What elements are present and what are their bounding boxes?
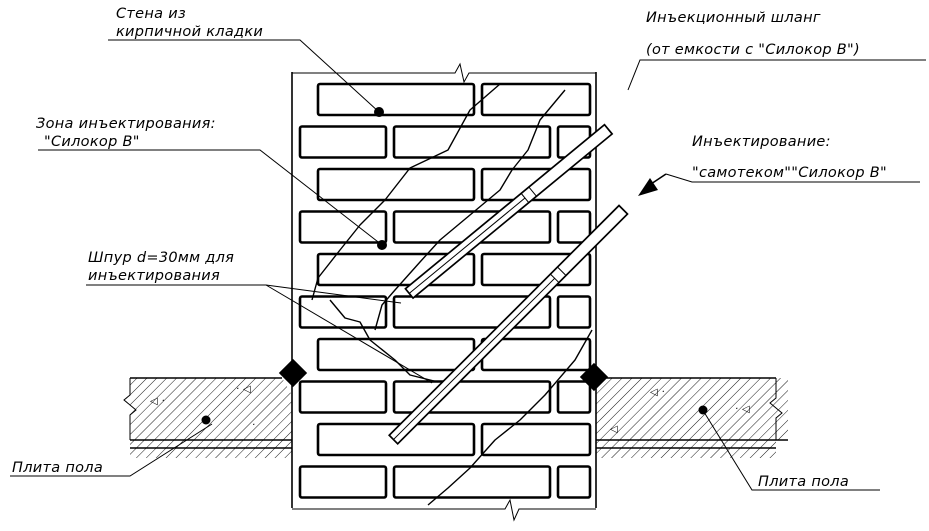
crack-line xyxy=(329,299,439,383)
floor-slab-right: ◁ · ◁ · ◁ xyxy=(596,377,788,458)
concrete-aggregate-dot xyxy=(698,405,708,415)
gravity-label-line2: "самотеком""Силокор В" xyxy=(692,165,887,181)
brick xyxy=(316,337,476,372)
brick xyxy=(480,422,592,457)
flow-arrow-icon xyxy=(638,178,658,196)
gravity-label-line1: Инъектирование: xyxy=(692,134,831,150)
svg-text:· ◁: · ◁ xyxy=(735,404,750,415)
brick xyxy=(556,210,592,244)
brick xyxy=(316,167,476,202)
zone-label-line2: "Силокор В" xyxy=(44,134,140,150)
brick xyxy=(480,82,592,117)
brick xyxy=(298,295,388,329)
wall-bottom-break-line xyxy=(292,498,596,522)
zone-label-line1: Зона инъектирования: xyxy=(36,116,216,132)
brick xyxy=(392,125,552,159)
brick xyxy=(556,465,592,499)
floor-slab-left: ◁ · · ◁ · xyxy=(123,377,292,458)
seal-joint-left xyxy=(278,358,308,388)
crack-line xyxy=(311,83,501,301)
svg-text:· ◁: · ◁ xyxy=(236,384,251,395)
brick xyxy=(298,125,388,159)
crack-line xyxy=(427,329,593,506)
slab-label-left: Плита пола xyxy=(12,460,103,476)
brick xyxy=(298,380,388,414)
svg-text:◁ ·: ◁ · xyxy=(150,396,165,407)
svg-text:◁ ·: ◁ · xyxy=(650,387,665,398)
brick xyxy=(392,465,552,499)
wall-label-line1: Стена из xyxy=(116,6,186,22)
svg-text:◁: ◁ xyxy=(610,424,618,435)
brick xyxy=(316,82,476,117)
slab-label-right: Плита пола xyxy=(758,474,849,490)
concrete-aggregate-dot xyxy=(201,415,211,425)
wall-top-break-line xyxy=(292,62,596,84)
brick xyxy=(556,295,592,329)
bore-label-line2: инъектирования xyxy=(88,268,220,284)
brick xyxy=(556,380,592,414)
wall-label-line2: кирпичной кладки xyxy=(116,24,263,40)
hose-label-line2: (от емкости с "Силокор В") xyxy=(646,42,860,58)
leader-lines xyxy=(10,39,926,491)
masonry-cracks xyxy=(311,83,593,506)
svg-text:·: · xyxy=(252,420,255,431)
brick xyxy=(298,210,388,244)
injection-hose-upper xyxy=(404,123,614,300)
seal-joint-right xyxy=(579,362,609,392)
injection-hose-lower xyxy=(388,204,629,445)
bore-label-line1: Шпур d=30мм для xyxy=(88,250,234,266)
brick xyxy=(298,465,388,499)
crack-line xyxy=(374,89,566,331)
hose-label-line1: Инъекционный шланг xyxy=(646,10,821,26)
